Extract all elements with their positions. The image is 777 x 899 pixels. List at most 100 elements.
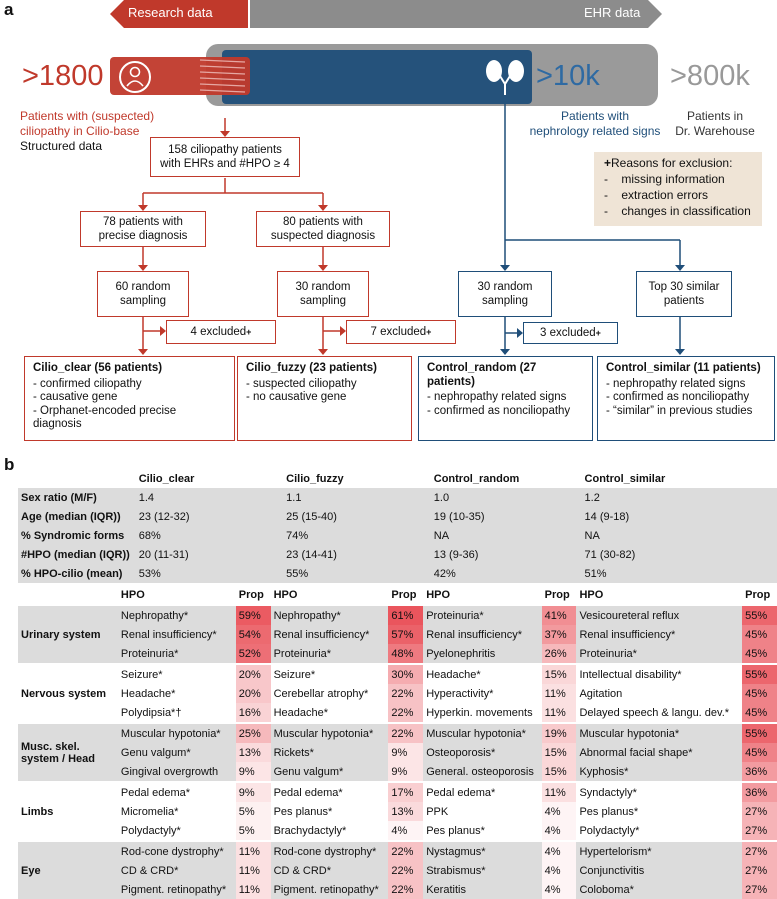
hpo-term: Conjunctivitis bbox=[576, 861, 743, 880]
summary-value: NA bbox=[430, 526, 582, 545]
cilio-base-desc-2: ciliopathy in Cilio-base bbox=[20, 124, 140, 138]
hpo-prop: 13% bbox=[388, 802, 424, 821]
hpo-prop: 4% bbox=[541, 861, 577, 880]
suspected-line-1: 80 patients with bbox=[283, 216, 363, 228]
red-connectors bbox=[142, 118, 343, 352]
summary-row: Age (median (IQR))23 (12-32)25 (15-40)19… bbox=[18, 507, 777, 526]
hpo-term: Pes planus* bbox=[576, 802, 743, 821]
result-item: - nephropathy related signs bbox=[427, 391, 567, 403]
hpo-term: Rickets* bbox=[270, 743, 389, 762]
hpo-prop: 41% bbox=[541, 604, 577, 625]
hpo-prop: 45% bbox=[742, 625, 777, 644]
reason-item: changes in classification bbox=[621, 204, 751, 218]
summary-row-label: #HPO (median (IQR)) bbox=[18, 545, 136, 564]
hpo-term: Nephropathy* bbox=[117, 604, 236, 625]
hpo-prop: 22% bbox=[388, 722, 424, 743]
hpo-prop: 52% bbox=[235, 644, 271, 664]
hpo-term: Nystagmus* bbox=[423, 840, 542, 861]
precise-box: 78 patients with precise diagnosis bbox=[80, 211, 206, 247]
hpo-prop: 4% bbox=[541, 880, 577, 899]
summary-value: 19 (10-35) bbox=[430, 507, 582, 526]
nephro-desc-2: nephrology related signs bbox=[529, 124, 661, 138]
summary-value: 42% bbox=[430, 564, 582, 583]
hpo-term: Headache* bbox=[270, 703, 389, 723]
summary-row-label: Sex ratio (M/F) bbox=[18, 488, 136, 507]
hpo-term: Abnormal facial shape* bbox=[576, 743, 743, 762]
hpo-term: Pedal edema* bbox=[270, 781, 389, 802]
result-box-similar: Control_similar (11 patients) - nephropa… bbox=[597, 356, 775, 441]
hpo-term: Intellectual disability* bbox=[576, 663, 743, 684]
hpo-term: Headache* bbox=[117, 684, 236, 703]
system-label: Musc. skel. system / Head bbox=[18, 722, 118, 782]
hpo-prop: 45% bbox=[742, 644, 777, 664]
result-box-random: Control_random (27 patients) - nephropat… bbox=[418, 356, 593, 441]
sampling-30b-line-1: 30 random bbox=[477, 281, 533, 293]
summary-row-label: % Syndromic forms bbox=[18, 526, 136, 545]
summary-value: 14 (9-18) bbox=[581, 507, 777, 526]
hpo-prop: 15% bbox=[541, 663, 577, 684]
hpo-prop: 5% bbox=[235, 802, 271, 821]
result-title: Control_random (27 patients) bbox=[427, 362, 537, 388]
hpo-prop: 9% bbox=[388, 762, 424, 782]
hpo-term: Proteinuria* bbox=[423, 604, 542, 625]
summary-value: 23 (12-32) bbox=[135, 507, 284, 526]
group-header: Control_random bbox=[433, 472, 520, 485]
hpo-row: Polydipsia*†16%Headache*22%Hyperkin. mov… bbox=[18, 703, 777, 723]
excluded-4-text: 4 excluded bbox=[190, 326, 247, 338]
hpo-prop: 22% bbox=[388, 840, 424, 861]
summary-value: 25 (15-40) bbox=[283, 507, 431, 526]
top30-line-2: patients bbox=[663, 295, 705, 307]
hpo-prop: 13% bbox=[235, 743, 271, 762]
hpo-term: Pyelonephritis bbox=[423, 644, 542, 664]
hpo-term: Polydactyly* bbox=[117, 821, 236, 841]
result-title: Cilio_fuzzy (23 patients) bbox=[246, 362, 377, 374]
hpo-prop: 9% bbox=[235, 762, 271, 782]
sampling-60-line-1: 60 random bbox=[115, 281, 171, 293]
hpo-prop: 45% bbox=[742, 743, 777, 762]
nephro-region bbox=[222, 50, 532, 104]
hpo-prop: 57% bbox=[388, 625, 424, 644]
start-line-2: with EHRs and #HPO ≥ 4 bbox=[160, 158, 290, 170]
cilio-base-desc-1: Patients with (suspected) bbox=[20, 109, 155, 123]
hpo-col-header: HPO bbox=[120, 588, 145, 601]
hpo-prop: 22% bbox=[388, 861, 424, 880]
hpo-term: Polydactyly* bbox=[576, 821, 743, 841]
hpo-term: Rod-cone dystrophy* bbox=[117, 840, 236, 861]
result-item: - “similar” in previous studies bbox=[606, 404, 753, 417]
hpo-term: Pedal edema* bbox=[423, 781, 542, 802]
hpo-prop: 59% bbox=[235, 604, 271, 625]
system-label: Eye bbox=[18, 840, 118, 899]
hpo-prop: 45% bbox=[742, 703, 777, 723]
hpo-term: General. osteoporosis bbox=[423, 762, 542, 782]
hpo-prop: 45% bbox=[742, 684, 777, 703]
ehr-arrow bbox=[250, 0, 662, 28]
prop-col-header: Prop bbox=[745, 588, 771, 601]
person-icon bbox=[119, 61, 151, 93]
reason-item: missing information bbox=[621, 172, 725, 186]
result-item: - nephropathy related signs bbox=[606, 377, 746, 390]
reason-item: extraction errors bbox=[621, 188, 709, 202]
hpo-prop: 55% bbox=[742, 722, 777, 743]
hpo-col-header: HPO bbox=[273, 588, 298, 601]
system-label: Urinary system bbox=[18, 604, 118, 664]
warehouse-desc-2: Dr. Warehouse bbox=[675, 124, 755, 138]
summary-value: 1.0 bbox=[430, 488, 582, 507]
hpo-term: Cerebellar atrophy* bbox=[270, 684, 389, 703]
summary-value: NA bbox=[581, 526, 777, 545]
plus-mark: + bbox=[246, 327, 252, 337]
sampling-60-box: 60 random sampling bbox=[97, 271, 189, 317]
summary-row: % HPO-cilio (mean)53%55%42%51% bbox=[18, 564, 777, 583]
hpo-prop: 4% bbox=[388, 821, 424, 841]
summary-value: 23 (14-41) bbox=[283, 545, 431, 564]
hpo-prop: 4% bbox=[541, 840, 577, 861]
